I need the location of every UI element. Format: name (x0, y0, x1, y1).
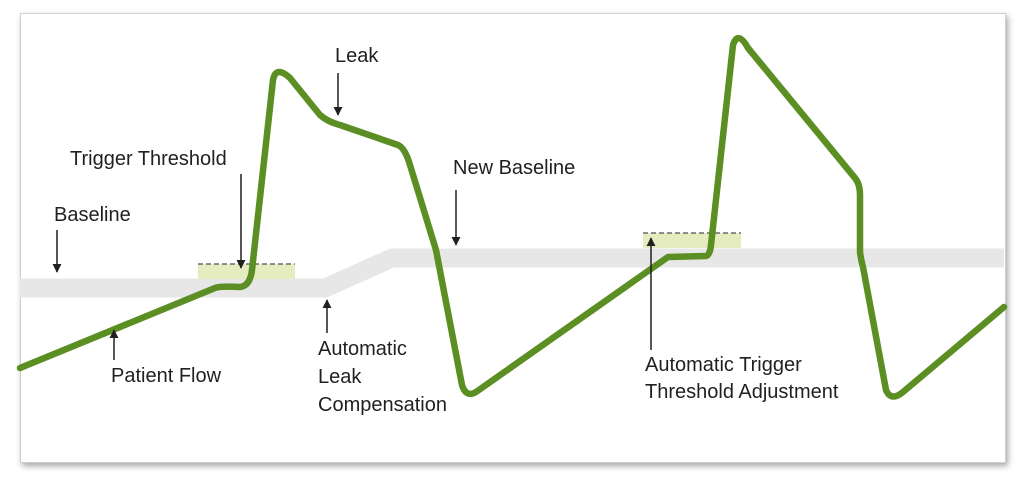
auto-trigger-label-line1: Automatic Trigger (645, 354, 802, 376)
leak-label: Leak (335, 45, 379, 67)
patient-flow-label: Patient Flow (111, 365, 222, 387)
diagram-card (20, 13, 1006, 463)
new-baseline-label: New Baseline (453, 157, 575, 179)
auto-trigger-label-line2: Threshold Adjustment (645, 381, 839, 403)
trigger-threshold-label: Trigger Threshold (70, 148, 227, 170)
auto-leak-label-line2: Leak (318, 366, 362, 388)
adjusted-threshold-box (643, 233, 741, 248)
baseline-band (20, 248, 1004, 298)
auto-leak-label-line1: Automatic (318, 338, 407, 360)
auto-leak-label-line3: Compensation (318, 394, 447, 416)
patient-flow-curve (16, 35, 1008, 400)
baseline-label: Baseline (54, 204, 131, 226)
trigger-threshold-box (198, 264, 295, 279)
